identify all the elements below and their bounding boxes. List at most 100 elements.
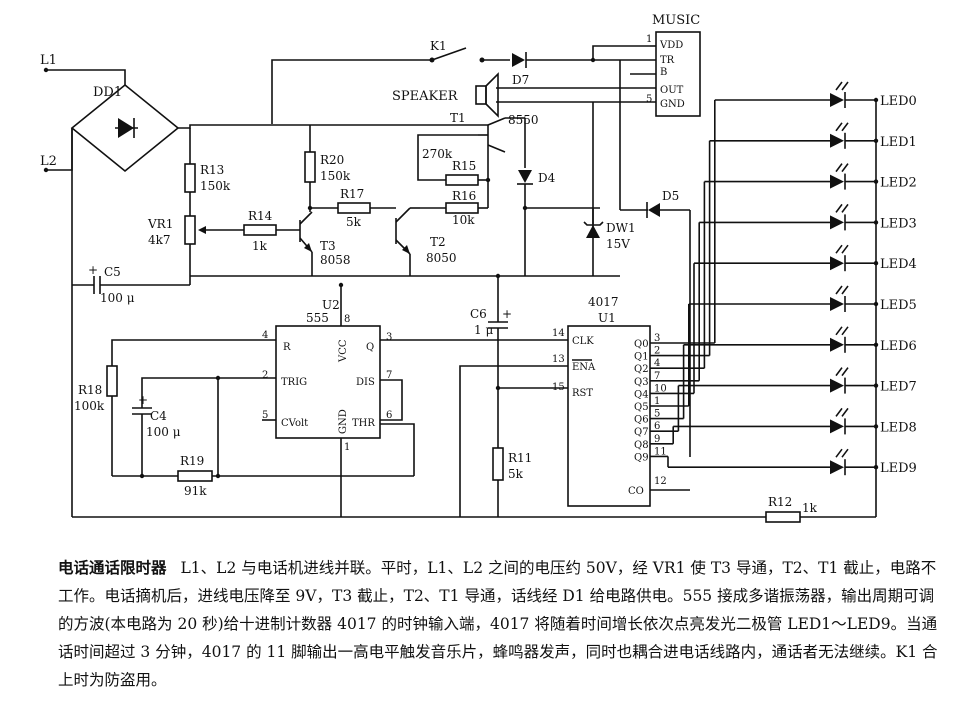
dw1-label: DW1: [606, 221, 636, 235]
c5-label: C5: [104, 265, 121, 279]
c5-plus: +: [88, 263, 98, 277]
speaker-label: SPEAKER: [392, 89, 459, 104]
q-output-label: Q8: [634, 440, 649, 451]
r20-value: 150k: [320, 169, 351, 183]
led-light-arrow-icon: [841, 448, 849, 458]
q-pin-number: 3: [654, 333, 660, 344]
led-light-arrow-icon: [841, 285, 849, 295]
music-pin1: 1: [646, 34, 652, 45]
d5-label: D5: [662, 189, 679, 203]
diode-d7: [512, 52, 527, 68]
u1-pin15: 15: [552, 382, 565, 393]
r16-value: 10k: [452, 213, 475, 227]
q-output-label: Q1: [634, 352, 649, 363]
t3-label: T3: [320, 239, 336, 253]
u1-label: U1: [598, 311, 616, 325]
u2-pin2: 2: [262, 370, 268, 381]
q-pin-number: 6: [654, 421, 660, 432]
u2-pin-dis: DIS: [356, 377, 375, 388]
vr1-label: VR1: [147, 217, 173, 231]
diode-d5: [646, 202, 660, 218]
led-diode-icon: [830, 93, 844, 107]
r15-value: 270k: [422, 147, 453, 161]
led-diode-icon: [830, 133, 844, 148]
transistor-t1: [478, 117, 525, 153]
q-pin-number: 9: [654, 434, 660, 445]
led-light-arrow-icon: [841, 163, 849, 173]
led-label: LED5: [880, 298, 917, 313]
c6-plus: +: [502, 307, 512, 321]
led-light-arrow-icon: [841, 81, 849, 91]
u1-pin-clk: CLK: [572, 336, 594, 347]
u1-pin-rst: RST: [572, 388, 593, 399]
led-diode-icon: [830, 378, 844, 393]
led-light-arrow-icon: [835, 367, 843, 377]
led-light-arrow-icon: [841, 326, 849, 336]
l1-label: L1: [40, 53, 57, 68]
u2-pin-thr: THR: [352, 418, 375, 429]
r17-label: R17: [340, 187, 364, 201]
u1-pin-co: CO: [628, 486, 644, 497]
t1-type: 8550: [508, 113, 539, 127]
u2-label: U2: [322, 298, 340, 312]
led-diode-icon: [830, 215, 844, 230]
u2-pin4: 4: [262, 330, 268, 341]
l2-label: L2: [40, 154, 57, 169]
q-output-label: Q2: [634, 364, 649, 375]
dd1-label: DD1: [93, 85, 122, 100]
u2-pin8: 8: [344, 314, 350, 325]
r16-label: R16: [452, 189, 476, 203]
r18-value: 100k: [74, 399, 105, 413]
led-label: LED8: [880, 420, 917, 435]
q-pin-number: 4: [654, 358, 660, 369]
led-light-arrow-icon: [835, 203, 843, 213]
caption-title: 电话通话限时器: [58, 559, 167, 577]
c4-plus: +: [138, 393, 148, 407]
u2-pin-gnd: GND: [338, 409, 349, 434]
led-light-arrow-icon: [841, 244, 849, 254]
led-light-arrow-icon: [835, 81, 843, 91]
c4-value: 100 μ: [146, 425, 181, 439]
t2-type: 8050: [426, 251, 457, 265]
music-title: MUSIC: [652, 13, 700, 28]
bridge-rectifier-dd1: DD1: [70, 83, 180, 173]
led-light-arrow-icon: [841, 407, 849, 417]
led-light-arrow-icon: [835, 448, 843, 458]
r12-value: 1k: [802, 501, 818, 515]
r17-value: 5k: [346, 215, 362, 229]
t2-label: T2: [430, 235, 446, 249]
r13-value: 150k: [200, 179, 231, 193]
c6-value: 1 μ: [474, 323, 493, 337]
music-vdd-pin: VDD: [659, 40, 683, 51]
caption-body: L1、L2 与电话机进线并联。平时，L1、L2 之间的电压约 50V，经 VR1…: [58, 559, 938, 689]
u2-pin3: 3: [386, 332, 392, 343]
u2-pin6: 6: [386, 410, 392, 421]
music-pin5: 5: [646, 94, 652, 105]
r14-value: 1k: [252, 239, 268, 253]
ic-4017-u1: 4017 U1 CLK ENA RST CO 14 13 15 12: [552, 295, 667, 507]
q-pin-number: 2: [654, 346, 660, 357]
q-pin-number: 10: [654, 383, 667, 394]
r19-value: 91k: [184, 484, 207, 498]
led-light-arrow-icon: [835, 244, 843, 254]
led-label: LED9: [880, 461, 917, 476]
led-light-arrow-icon: [841, 122, 849, 132]
c6-label: C6: [470, 307, 487, 321]
led-label: LED7: [880, 380, 917, 395]
r11-label: R11: [508, 451, 532, 465]
music-b-pin: B: [660, 67, 667, 78]
q-output-label: Q3: [634, 377, 649, 388]
music-tr-pin: TR: [660, 55, 675, 66]
u2-pin7: 7: [386, 370, 392, 381]
d7-label: D7: [512, 73, 529, 87]
led-diode-icon: [830, 460, 844, 475]
q-output-label: Q5: [634, 402, 649, 413]
t1-label: T1: [450, 111, 466, 125]
led-light-arrow-icon: [835, 326, 843, 336]
led-light-arrow-icon: [841, 367, 849, 377]
led-label: LED0: [880, 94, 917, 109]
q-pin-number: 5: [654, 409, 660, 420]
u2-type: 555: [306, 311, 329, 325]
